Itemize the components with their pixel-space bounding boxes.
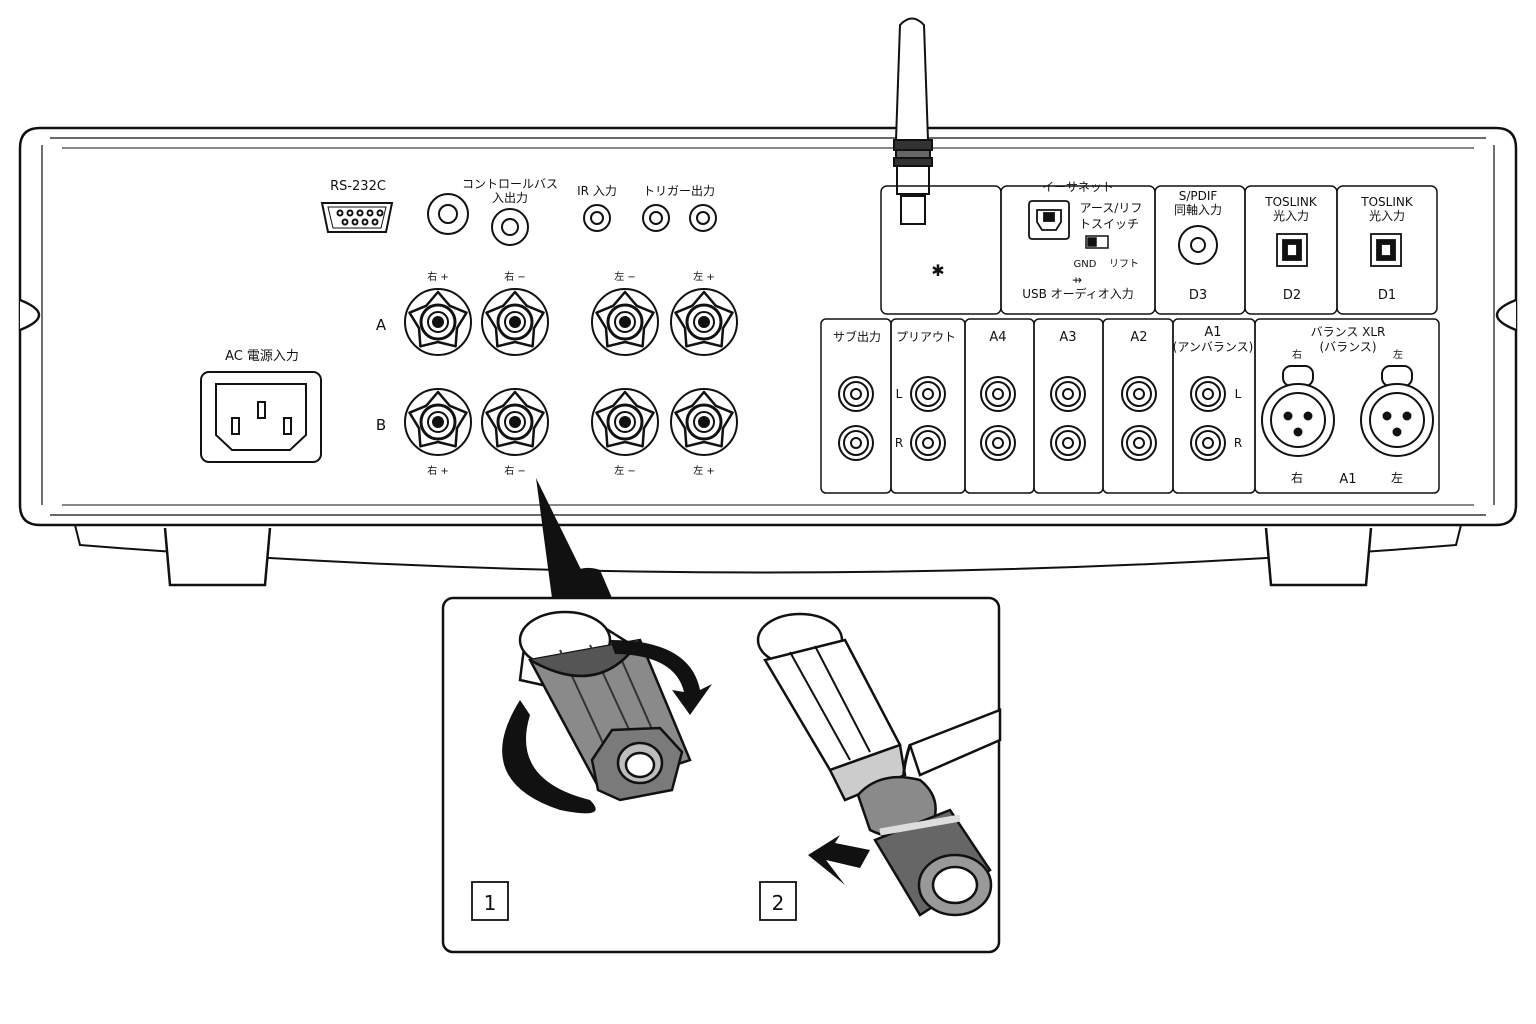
rs232c-port[interactable]: [320, 202, 394, 233]
usb-b-port[interactable]: [1028, 200, 1070, 240]
lift-label: リフト: [1109, 259, 1139, 270]
preout-l-label: L: [896, 387, 903, 401]
ac-power-inlet[interactable]: [200, 371, 322, 463]
rca-jack[interactable]: [910, 376, 946, 412]
trigger-out-label: トリガー出力: [643, 184, 715, 198]
usb-audio-label: USB オーディオ入力: [1022, 286, 1134, 301]
rca-jack[interactable]: [1050, 425, 1086, 461]
a2-label: A2: [1130, 330, 1147, 345]
toslink-d1-port[interactable]: [1370, 233, 1402, 267]
binding-post-wire-insertion: [756, 612, 1002, 917]
binding-post[interactable]: [670, 288, 738, 356]
speaker-b-label: B: [376, 416, 386, 434]
xlr-right-top-label: 右: [1292, 348, 1302, 361]
terminal-b-left-plus-label: 左 +: [693, 464, 715, 477]
rca-jack[interactable]: [1121, 425, 1157, 461]
rca-jack[interactable]: [980, 376, 1016, 412]
terminal-b-right-plus-label: 右 +: [427, 464, 449, 477]
bluetooth-icon: ✱: [931, 261, 944, 280]
usb-icon: ⇸: [1072, 273, 1082, 287]
digital-input-panels: [880, 185, 1438, 315]
controlbus-label-1: コントロールバス: [462, 177, 558, 191]
binding-post[interactable]: [591, 388, 659, 456]
binding-post[interactable]: [404, 288, 472, 356]
ir-in-label: IR 入力: [577, 184, 617, 198]
ac-in-label: AC 電源入力: [225, 349, 299, 364]
balanced-xlr-sublabel: (バランス): [1319, 340, 1376, 354]
step-2-box: 2: [759, 881, 797, 921]
terminal-a-left-minus-label: 左 −: [614, 270, 636, 283]
spdif-coax-jack[interactable]: [1178, 225, 1218, 265]
inset-detail-box: 1 2: [441, 596, 1002, 954]
binding-post[interactable]: [670, 388, 738, 456]
balanced-xlr-label: バランス XLR: [1311, 325, 1386, 339]
preout-label: プリアウト: [896, 330, 956, 344]
speaker-a-label: A: [376, 316, 387, 334]
rca-jack[interactable]: [1050, 376, 1086, 412]
ground-lift-switch[interactable]: [1085, 235, 1109, 249]
step-1-box: 1: [471, 881, 509, 921]
rca-jack[interactable]: [838, 425, 874, 461]
ground-lift-label-1: アース/リフ: [1080, 201, 1143, 215]
ground-lift-label-2: トスイッチ: [1079, 217, 1139, 231]
toslink-d1-label-2: 光入力: [1369, 209, 1405, 223]
a1-r-label: R: [1234, 436, 1242, 450]
binding-post[interactable]: [481, 388, 549, 456]
d3-label: D3: [1189, 288, 1207, 303]
a1-unbal-sublabel: (アンバランス): [1173, 340, 1254, 354]
callout-pointer: [536, 478, 612, 598]
rotation-arrow-icon: [502, 640, 712, 814]
binding-post[interactable]: [591, 288, 659, 356]
terminal-b-left-minus-label: 左 −: [614, 464, 636, 477]
push-arrow-icon: [808, 835, 870, 885]
rca-jacks[interactable]: [838, 376, 1226, 461]
gnd-label: GND: [1074, 259, 1097, 270]
terminal-b-right-minus-label: 右 −: [504, 464, 526, 477]
d2-label: D2: [1283, 288, 1301, 303]
rca-jack[interactable]: [1190, 425, 1226, 461]
terminal-a-right-plus-label: 右 +: [427, 270, 449, 283]
xlr-a1-label: A1: [1339, 472, 1356, 487]
rca-jack[interactable]: [910, 425, 946, 461]
controlbus-label-2: 入出力: [492, 191, 528, 205]
a4-label: A4: [989, 330, 1006, 345]
xlr-left-input[interactable]: [1360, 365, 1434, 457]
a1-l-label: L: [1235, 387, 1242, 401]
step-2-number: 2: [772, 891, 785, 915]
toslink-d2-label-1: TOSLINK: [1264, 195, 1318, 209]
rca-jack[interactable]: [838, 376, 874, 412]
binding-post[interactable]: [481, 288, 549, 356]
binding-post-knob-unscrewing: [518, 610, 692, 802]
terminal-a-left-plus-label: 左 +: [693, 270, 715, 283]
xlr-left-bottom-label: 左: [1391, 470, 1403, 485]
sub-out-label: サブ出力: [833, 329, 881, 344]
preout-r-label: R: [895, 436, 903, 450]
antenna: [893, 17, 933, 225]
d1-label: D1: [1378, 288, 1396, 303]
step-1-number: 1: [484, 891, 497, 915]
rca-jack[interactable]: [1121, 376, 1157, 412]
toslink-d2-label-2: 光入力: [1273, 209, 1309, 223]
xlr-right-bottom-label: 右: [1291, 470, 1303, 485]
binding-post[interactable]: [404, 388, 472, 456]
rs232c-label: RS-232C: [330, 179, 386, 194]
rca-jack[interactable]: [980, 425, 1016, 461]
a1-unbal-label: A1: [1204, 325, 1221, 340]
speaker-binding-posts[interactable]: [404, 288, 738, 456]
controlbus-jacks[interactable]: [427, 193, 529, 246]
spdif-label-1: S/PDIF: [1179, 189, 1218, 203]
toslink-d1-label-1: TOSLINK: [1360, 195, 1414, 209]
a3-label: A3: [1059, 330, 1076, 345]
trigger-out-jacks[interactable]: [642, 204, 717, 232]
ethernet-label: イーサネット: [1042, 180, 1114, 194]
xlr-left-top-label: 左: [1393, 348, 1403, 361]
toslink-d2-port[interactable]: [1276, 233, 1308, 267]
ir-in-jack[interactable]: [583, 204, 611, 232]
analog-input-panels: [820, 318, 1440, 494]
rca-jack[interactable]: [1190, 376, 1226, 412]
spdif-label-2: 同軸入力: [1174, 203, 1222, 217]
terminal-a-right-minus-label: 右 −: [504, 270, 526, 283]
xlr-right-input[interactable]: [1261, 365, 1335, 457]
